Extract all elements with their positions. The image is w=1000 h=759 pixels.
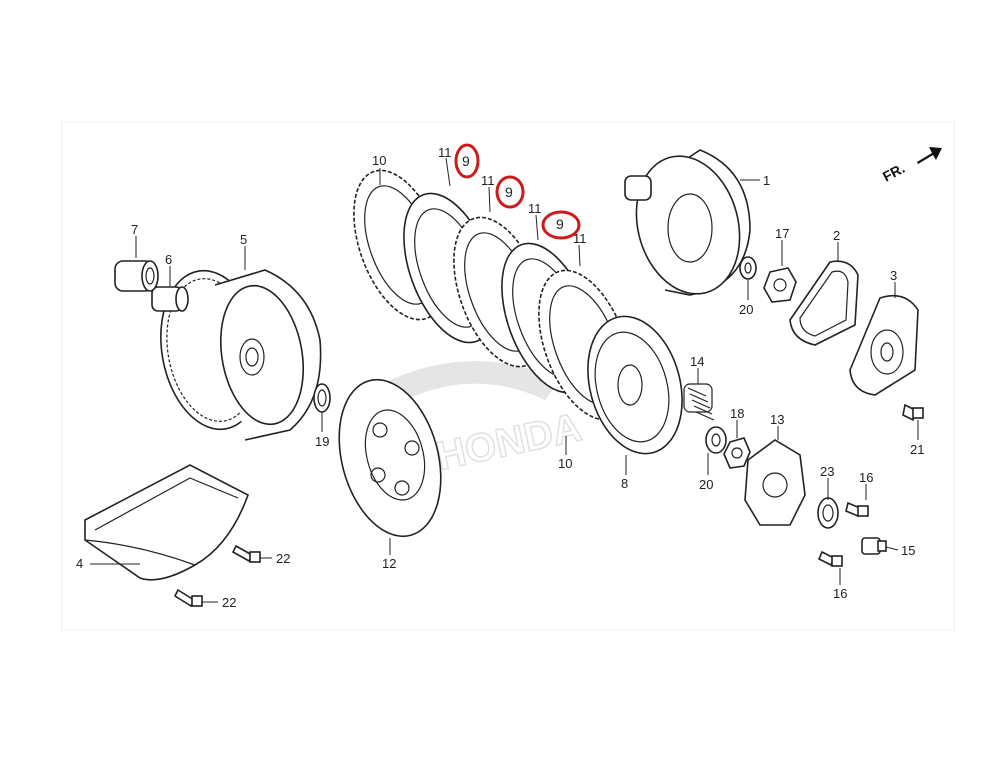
- part-9-highlights: [454, 143, 581, 240]
- callout-8: 8: [621, 476, 628, 491]
- callout-20-lower: 20: [699, 477, 713, 492]
- part-19-washer: [313, 383, 331, 413]
- part-6-bushing: [151, 286, 189, 312]
- part-4-cover: [84, 464, 249, 581]
- part-22-bolt-upper: [231, 544, 261, 563]
- callout-1: 1: [763, 173, 770, 188]
- callout-20-upper: 20: [739, 302, 753, 317]
- part-8-clutch-center: [587, 315, 683, 455]
- part-18-nut: [723, 437, 751, 469]
- callout-6: 6: [165, 252, 172, 267]
- callout-11-d: 11: [573, 231, 587, 246]
- highlight-circle-9-third: [541, 210, 581, 240]
- callout-5: 5: [240, 232, 247, 247]
- callout-13: 13: [770, 412, 784, 427]
- callout-12: 12: [382, 556, 396, 571]
- callout-2: 2: [833, 228, 840, 243]
- callout-4: 4: [76, 556, 83, 571]
- callout-9-first: 9: [462, 153, 470, 169]
- part-16-bolt-lower: [817, 550, 843, 567]
- part-1-drum: [624, 149, 751, 296]
- callout-10-bottom: 10: [558, 456, 572, 471]
- part-14-spring: [683, 383, 715, 421]
- highlight-circle-9-second: [495, 175, 525, 209]
- callout-18: 18: [730, 406, 744, 421]
- callout-3: 3: [890, 268, 897, 283]
- part-23-bearing: [817, 497, 839, 529]
- part-17-lock-nut: [763, 267, 797, 303]
- callout-21: 21: [910, 442, 924, 457]
- part-20-washer-upper: [739, 256, 757, 280]
- callout-14: 14: [690, 354, 704, 369]
- part-20-washer-lower: [705, 426, 727, 454]
- clutch-plate-stack: [353, 169, 632, 421]
- part-21-bolt: [902, 403, 924, 422]
- callout-15: 15: [901, 543, 915, 558]
- callout-9-third: 9: [556, 216, 564, 232]
- callout-17: 17: [775, 226, 789, 241]
- front-direction-label: FR.: [880, 160, 907, 185]
- callout-11-c: 11: [528, 201, 542, 216]
- part-13-lifter-plate: [744, 439, 806, 526]
- highlight-circle-9-first: [454, 143, 480, 179]
- part-15-plug: [861, 537, 887, 555]
- callout-9-second: 9: [505, 184, 513, 200]
- part-12-pressure-plate: [338, 378, 442, 538]
- part-16-bolt-upper: [845, 501, 869, 518]
- leader-lines: [90, 157, 919, 603]
- arrow-icon: [917, 147, 942, 164]
- diagram-frame: [61, 121, 955, 631]
- callout-23: 23: [820, 464, 834, 479]
- part-22-bolt-lower: [173, 588, 203, 608]
- front-direction-arrow: FR.: [880, 147, 942, 185]
- callout-10-top: 10: [372, 153, 386, 168]
- callout-7: 7: [131, 222, 138, 237]
- callout-16-lower: 16: [833, 586, 847, 601]
- part-3-cover: [849, 294, 919, 396]
- callout-labels: 1 2 3 4 5 6 7 8 10 10 11 11 11 11 12 13 …: [76, 145, 924, 610]
- callout-22-lower: 22: [222, 595, 236, 610]
- part-2-gasket: [789, 260, 859, 346]
- callout-11-a: 11: [438, 145, 452, 160]
- part-7-bearing: [114, 260, 159, 292]
- callout-16-upper: 16: [859, 470, 873, 485]
- callout-19: 19: [315, 434, 329, 449]
- callout-11-b: 11: [481, 173, 495, 188]
- part-5-clutch-outer: [160, 269, 322, 441]
- callout-22-upper: 22: [276, 551, 290, 566]
